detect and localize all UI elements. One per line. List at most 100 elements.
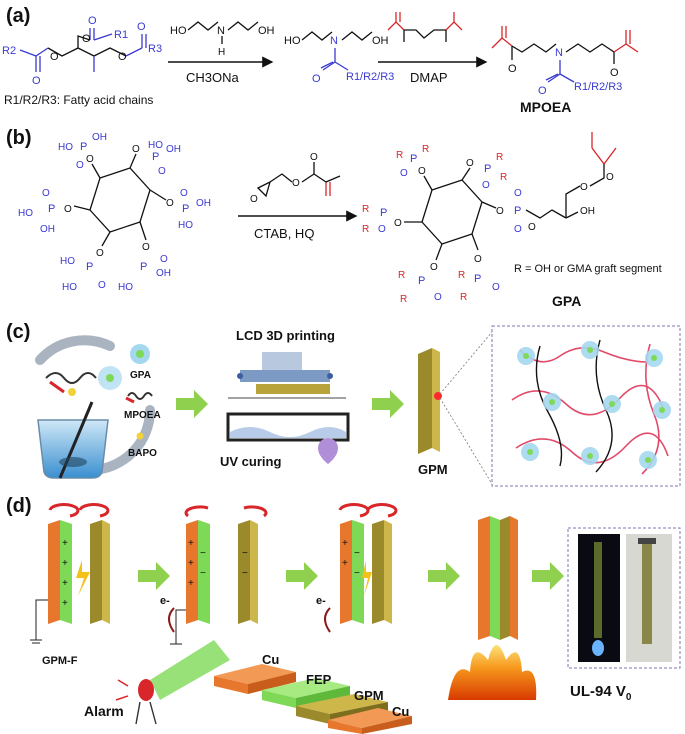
process-arrow	[372, 390, 404, 418]
panel-a: (a) O O R1 O O R2 O O R3 R1/R2/R3:	[2, 5, 639, 115]
phytic-acid-structure: O P OH HO O O P OH HO O O P OH HO O	[18, 132, 211, 293]
o-atom: O	[142, 242, 150, 253]
methacrylic-anhydride	[387, 12, 463, 42]
o-atom: O	[158, 166, 166, 177]
svg-text:−: −	[354, 568, 360, 579]
gpm-label: GPM	[418, 462, 448, 477]
o-atom: O	[430, 262, 438, 273]
ho-label: HO	[18, 208, 33, 219]
r-definition-note: R = OH or GMA graft segment	[514, 263, 662, 275]
phosphate-group: O P R R O	[362, 204, 422, 235]
r-group-note: R1/R2/R3: Fatty acid chains	[4, 93, 153, 107]
r1-label: R1	[114, 29, 128, 41]
p-atom: P	[380, 207, 387, 219]
process-arrow	[138, 562, 170, 590]
ho-label: HO	[60, 256, 75, 267]
svg-text:+: +	[188, 558, 194, 569]
triglyceride-structure: O O R1 O O R2 O O R3	[2, 15, 162, 87]
svg-text:−: −	[200, 548, 206, 559]
r-label: R	[460, 292, 467, 303]
o-atom: O	[118, 51, 127, 63]
svg-text:−: −	[242, 548, 248, 559]
o-atom: O	[580, 182, 588, 193]
o-atom: O	[482, 180, 490, 191]
process-arrow	[176, 390, 208, 418]
oh-label: OH	[166, 144, 181, 155]
o-atom: O	[250, 194, 258, 205]
svg-text:−: −	[200, 568, 206, 579]
p-atom: P	[514, 205, 521, 217]
electron-label: e-	[316, 595, 326, 607]
r-label: R	[458, 270, 465, 281]
svg-text:+: +	[342, 558, 348, 569]
phosphate-group: O P HO O OH	[18, 188, 91, 235]
n-atom: N	[217, 25, 225, 37]
o-atom: O	[466, 158, 474, 169]
panel-d-label: (d)	[6, 495, 32, 517]
o-atom: O	[514, 188, 522, 199]
ho-label: HO	[148, 140, 163, 151]
o-atom: O	[312, 73, 321, 85]
o-atom: O	[496, 206, 504, 217]
o-atom: O	[538, 85, 547, 97]
oh-label: OH	[258, 25, 275, 37]
gpa-label: GPA	[130, 370, 151, 381]
o-atom: O	[528, 222, 536, 233]
o-atom: O	[86, 154, 94, 165]
o-atom: O	[132, 144, 140, 155]
o-atom: O	[50, 51, 59, 63]
panel-c-label: (c)	[6, 321, 30, 343]
r-label: R	[496, 152, 503, 163]
reagent-dmap: DMAP	[410, 70, 448, 85]
layer-stack: Cu FEP GPM Cu	[214, 652, 412, 734]
printing-label: LCD 3D printing	[236, 328, 335, 343]
process-arrow	[532, 562, 564, 590]
fep-label: FEP	[306, 672, 332, 687]
panel-b-label: (b)	[6, 127, 32, 149]
ho-label: HO	[118, 282, 133, 293]
reagent-ctab-hq: CTAB, HQ	[254, 226, 314, 241]
n-atom: N	[330, 35, 338, 47]
o-atom: O	[42, 188, 50, 199]
svg-text:+: +	[188, 578, 194, 589]
r-label: R	[362, 204, 369, 215]
ho-label: HO	[58, 142, 73, 153]
p-atom: P	[410, 153, 417, 165]
r3-label: R3	[148, 43, 162, 55]
phosphate-group: O P O O O OH O O	[481, 132, 617, 235]
alarm-label: Alarm	[84, 703, 124, 719]
svg-text:+: +	[342, 538, 348, 549]
mpoea-structure: O N O O R1/R2/R3	[491, 26, 639, 97]
o-atom: O	[492, 282, 500, 293]
process-arrow	[428, 562, 460, 590]
gpm-f-label: GPM-F	[42, 655, 78, 667]
alarm-device: Alarm	[84, 640, 230, 725]
ho-label: HO	[178, 220, 193, 231]
svg-text:+: +	[62, 598, 68, 609]
o-atom: O	[434, 292, 442, 303]
r-group-label: R1/R2/R3	[346, 71, 394, 83]
uv-curing-label: UV curing	[220, 454, 281, 469]
gpa-structure: O P R R O O P R R O O P R R O	[362, 132, 617, 305]
o-atom: O	[394, 218, 402, 229]
n-atom: N	[555, 47, 563, 59]
o-atom: O	[378, 224, 386, 235]
oh-label: OH	[580, 206, 595, 217]
network-inset	[491, 325, 681, 487]
o-atom: O	[88, 15, 97, 27]
p-atom: P	[418, 275, 425, 287]
bapo-label: BAPO	[128, 448, 157, 459]
o-atom: O	[514, 224, 522, 235]
svg-text:−: −	[354, 548, 360, 559]
phosphate-group: O P OH HO O	[129, 140, 181, 177]
cu-top-label: Cu	[262, 652, 279, 667]
oh-label: OH	[156, 268, 171, 279]
r-label: R	[422, 144, 429, 155]
ho-label: HO	[62, 282, 77, 293]
oh-label: OH	[196, 198, 211, 209]
panel-d: (d) + + + + GPM-F +	[6, 495, 681, 734]
phosphate-group: O P OH HO O	[58, 132, 107, 179]
reagent-ch3ona: CH3ONa	[186, 70, 240, 85]
o-atom: O	[474, 254, 482, 265]
